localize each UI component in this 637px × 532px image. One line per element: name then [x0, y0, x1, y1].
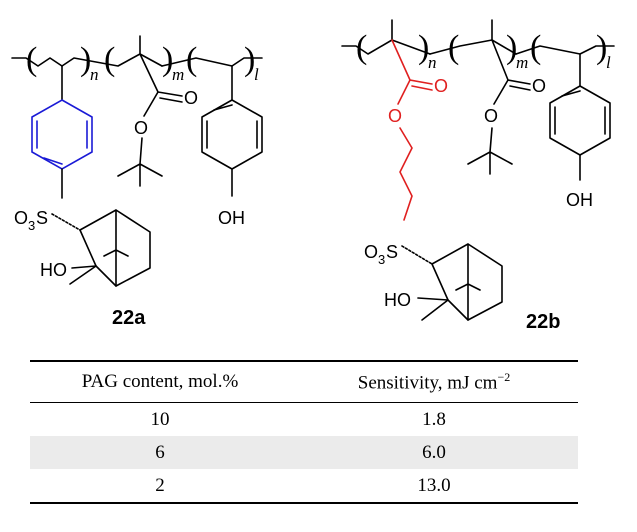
index-n-b: n	[428, 53, 437, 72]
table-row: 6 6.0	[30, 436, 578, 469]
hydroxyphenyl-double-a	[206, 104, 258, 149]
cell-sensitivity: 13.0	[417, 474, 451, 496]
atom-o-ester-a: O	[134, 118, 148, 138]
hydroxyphenyl-ring-a	[201, 99, 263, 170]
table-rule-top	[30, 360, 578, 362]
table-row: 2 13.0	[30, 469, 578, 502]
sensitivity-table: PAG content, mol.% Sensitivity, mJ cm−2 …	[30, 360, 578, 504]
hydroxyphenyl-ring-b	[549, 85, 611, 156]
ester-double-a	[159, 97, 183, 103]
paren-close-a2: )	[162, 41, 173, 78]
backbone-a1	[11, 57, 63, 67]
atom-o3-b: O	[364, 242, 378, 262]
bridge-a	[103, 209, 129, 287]
hashed-bond-a	[51, 213, 81, 231]
header-sensitivity-text: Sensitivity, mJ cm	[357, 372, 498, 394]
header-sensitivity-exponent: −2	[497, 369, 511, 384]
hashed-bond-b	[401, 245, 433, 265]
red-ester-double	[411, 85, 433, 91]
paren-close-b1: )	[418, 29, 429, 66]
atom-o-carbonyl-red: O	[434, 76, 448, 96]
cell-pag: 10	[150, 408, 170, 430]
methyl-ring-a	[69, 265, 97, 285]
cell-sensitivity: 6.0	[422, 441, 446, 463]
index-m-b: m	[516, 53, 528, 72]
backbone-b1	[341, 39, 431, 55]
paren-open-b1: (	[356, 29, 367, 66]
atom-ho-a: HO	[40, 260, 67, 280]
atom-o-ester-b: O	[484, 106, 498, 126]
chemical-structures: ( ) n ( ) m ( ) l O O OH O 3 S	[11, 19, 615, 333]
table-rule-bottom	[30, 502, 578, 504]
bicyclic-a	[79, 209, 151, 287]
index-n-a: n	[90, 65, 99, 84]
paren-close-b2: )	[506, 29, 517, 66]
atom-s-b: S	[386, 242, 398, 262]
backbone-b2	[429, 39, 517, 55]
phenyl-ring-blue	[31, 99, 93, 170]
compound-label-22b: 22b	[526, 311, 560, 333]
table-rule-mid	[30, 402, 578, 403]
hydroxyphenyl-double-b	[554, 90, 606, 135]
tbutyl-b	[467, 127, 513, 175]
ester-o-bond-b	[493, 79, 509, 105]
cell-pag: 2	[155, 474, 165, 496]
tbutyl-a	[117, 137, 163, 187]
ester-o-bond-a	[143, 91, 159, 117]
ester-double-b	[509, 85, 531, 91]
methyls-b	[391, 19, 493, 41]
paren-open-a2: (	[104, 41, 115, 78]
atom-o-ester-red: O	[388, 106, 402, 126]
header-sensitivity: Sensitivity, mJ cm−2	[290, 370, 578, 394]
subscript-3-b: 3	[378, 252, 385, 267]
methyl-ring-b	[421, 299, 449, 321]
backbone-a2	[61, 53, 163, 67]
red-ester-o-bond	[397, 79, 411, 105]
index-l-a: l	[254, 65, 259, 84]
table-header-row: PAG content, mol.% Sensitivity, mJ cm−2	[30, 362, 578, 402]
atom-s-a: S	[36, 208, 48, 228]
index-m-a: m	[172, 65, 184, 84]
bicyclic-b	[431, 243, 503, 321]
compound-label-22a: 22a	[112, 307, 146, 329]
phenyl-double-bonds-blue	[36, 120, 88, 165]
compound-22b: ( ) n ( ) m ( ) l O O O O OH O 3 S	[341, 19, 615, 333]
index-l-b: l	[606, 53, 611, 72]
atom-o3-a: O	[14, 208, 28, 228]
cell-pag: 6	[155, 441, 165, 463]
ho-bond-b	[417, 297, 449, 301]
compound-22a: ( ) n ( ) m ( ) l O O OH O 3 S	[11, 35, 263, 329]
paren-close-a3: )	[244, 41, 255, 78]
cell-sensitivity: 1.8	[422, 408, 446, 430]
atom-o-carbonyl-b: O	[532, 76, 546, 96]
structures-svg: ( ) n ( ) m ( ) l O O OH O 3 S	[11, 19, 615, 333]
atom-o-carbonyl-a: O	[184, 88, 198, 108]
paren-open-a1: (	[26, 41, 37, 78]
paren-close-b3: )	[596, 29, 607, 66]
subscript-3-a: 3	[28, 218, 35, 233]
bridge-b	[455, 243, 481, 321]
header-pag-content: PAG content, mol.%	[81, 371, 239, 392]
atom-oh-phenol-b: OH	[566, 190, 593, 210]
table-row: 10 1.8	[30, 403, 578, 436]
atom-ho-b: HO	[384, 290, 411, 310]
ho-bond-a	[71, 265, 97, 269]
atom-oh-phenol-a: OH	[218, 208, 245, 228]
red-propyl-spacer	[399, 127, 413, 221]
